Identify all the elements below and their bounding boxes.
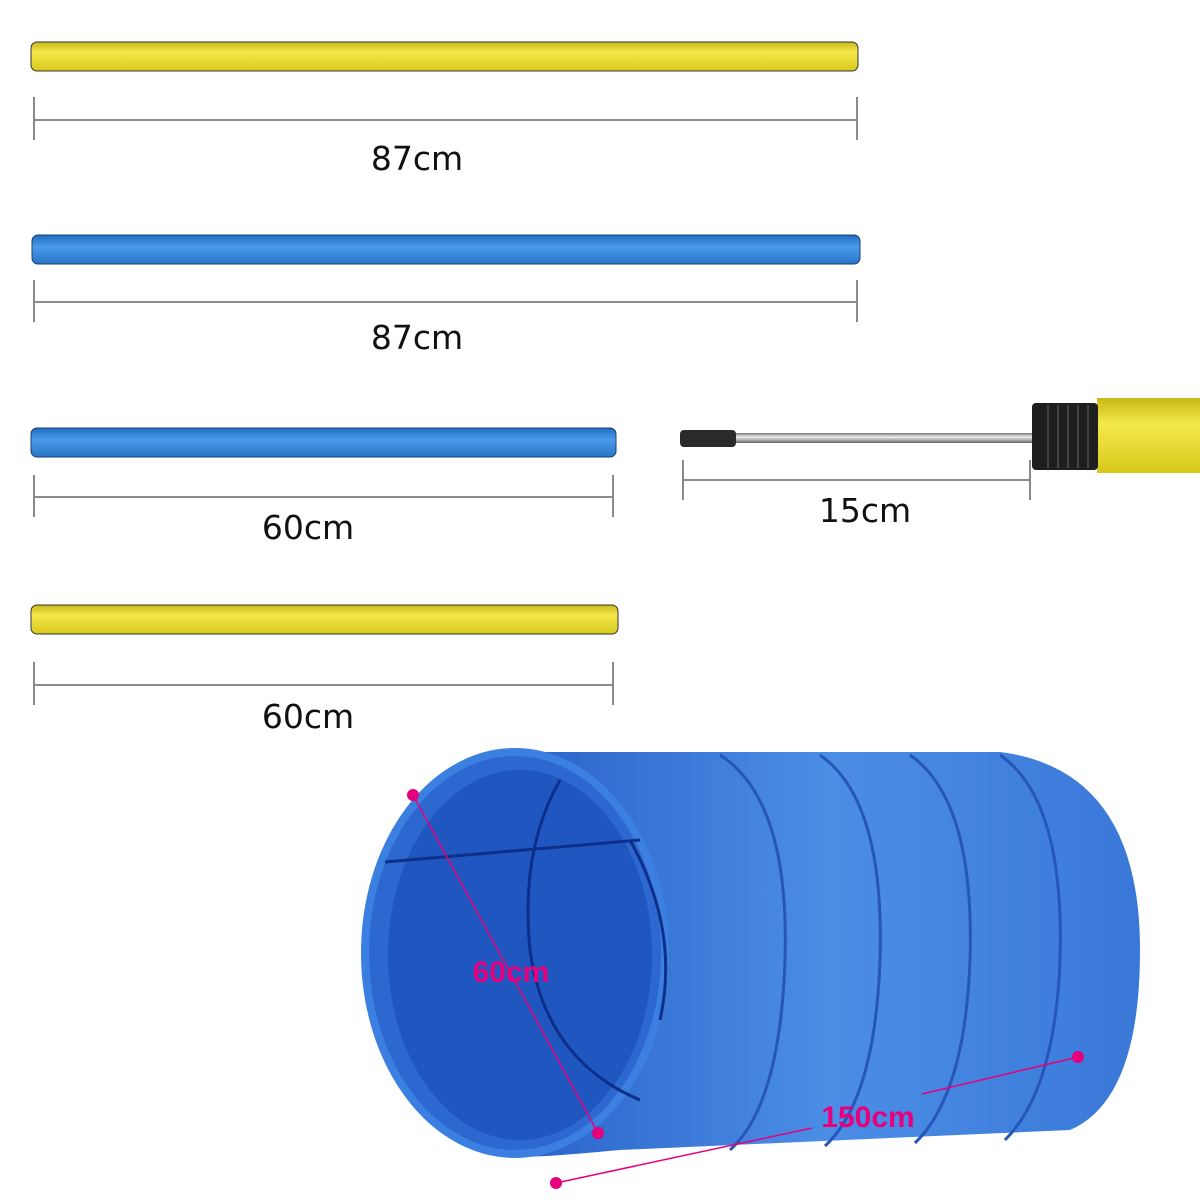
dimension-label: 15cm xyxy=(819,491,911,530)
measure-line xyxy=(33,280,858,322)
measure-line xyxy=(33,97,858,140)
dimension-label: 60cm xyxy=(262,697,354,736)
pole-blue-60: 60cm xyxy=(30,427,617,547)
tunnel-diameter-marker: 60cm xyxy=(407,789,604,1139)
pole-yellow-87: 87cm xyxy=(30,41,859,178)
dimension-label: 87cm xyxy=(371,318,463,357)
dimension-label: 87cm xyxy=(371,139,463,178)
length-label: 150cm xyxy=(821,1101,914,1134)
pole-yellow-60: 60cm xyxy=(30,604,619,736)
ground-pin: 15cm xyxy=(680,398,1200,530)
tunnel-length-marker: 150cm xyxy=(550,1051,1084,1189)
agility-tunnel: 60cm 150cm xyxy=(361,748,1140,1189)
diameter-label: 60cm xyxy=(473,956,550,989)
measure-line xyxy=(682,460,1031,500)
pole-blue-87: 87cm xyxy=(31,234,861,357)
dimension-label: 60cm xyxy=(262,508,354,547)
measure-line xyxy=(33,662,614,705)
measure-line xyxy=(33,475,614,517)
